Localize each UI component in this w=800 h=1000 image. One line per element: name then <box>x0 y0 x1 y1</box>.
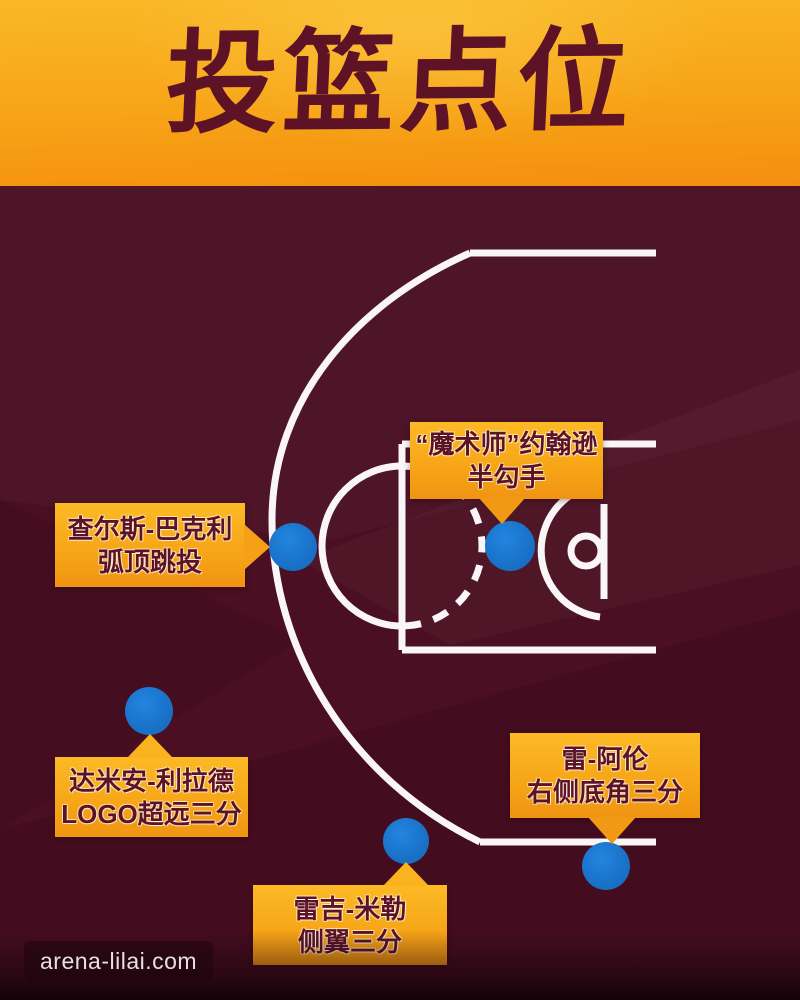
callout-magic-johnson: “魔术师”约翰逊 半勾手 <box>410 422 603 499</box>
facet <box>0 610 800 1000</box>
callout-shot-type: 弧顶跳投 <box>97 546 202 577</box>
watermark-text: arena-lilai.com <box>40 947 198 974</box>
callout-charles-barkley: 查尔斯-巴克利 弧顶跳投 <box>55 503 245 587</box>
shot-spot-charles-barkley <box>269 523 317 571</box>
header-banner: 投篮点位 <box>0 0 800 186</box>
shot-spot-damian-lillard <box>125 687 173 735</box>
callout-shot-type: LOGO超远三分 <box>61 798 242 829</box>
callout-shot-type: 半勾手 <box>467 462 546 492</box>
callout-player-name: 查尔斯-巴克利 <box>67 513 233 544</box>
callout-ray-allen: 雷-阿伦 右侧底角三分 <box>510 733 700 818</box>
callout-pointer-right-icon <box>244 524 270 570</box>
callout-player-name: 雷-阿伦 <box>561 744 649 774</box>
callout-pointer-down-icon <box>478 497 526 524</box>
shot-spot-ray-allen <box>582 842 630 890</box>
callout-shot-type: 右侧底角三分 <box>526 777 683 807</box>
callout-pointer-up-icon <box>127 734 173 758</box>
three-point-arc <box>268 249 482 846</box>
shot-spot-magic-johnson <box>485 521 535 571</box>
shot-spot-reggie-miller <box>383 818 429 864</box>
rim-circle <box>567 532 605 570</box>
callout-pointer-up-icon <box>383 862 429 886</box>
free-throw-circle-solid-half <box>318 462 403 630</box>
callout-pointer-down-icon <box>588 817 636 844</box>
callout-damian-lillard: 达米安-利拉德 LOGO超远三分 <box>55 757 248 837</box>
callout-player-name: 达米安-利拉德 <box>69 765 234 796</box>
watermark-badge: arena-lilai.com <box>24 941 214 981</box>
callout-player-name: 雷吉-米勒 <box>293 893 407 924</box>
callout-player-name: “魔术师”约翰逊 <box>415 429 598 459</box>
